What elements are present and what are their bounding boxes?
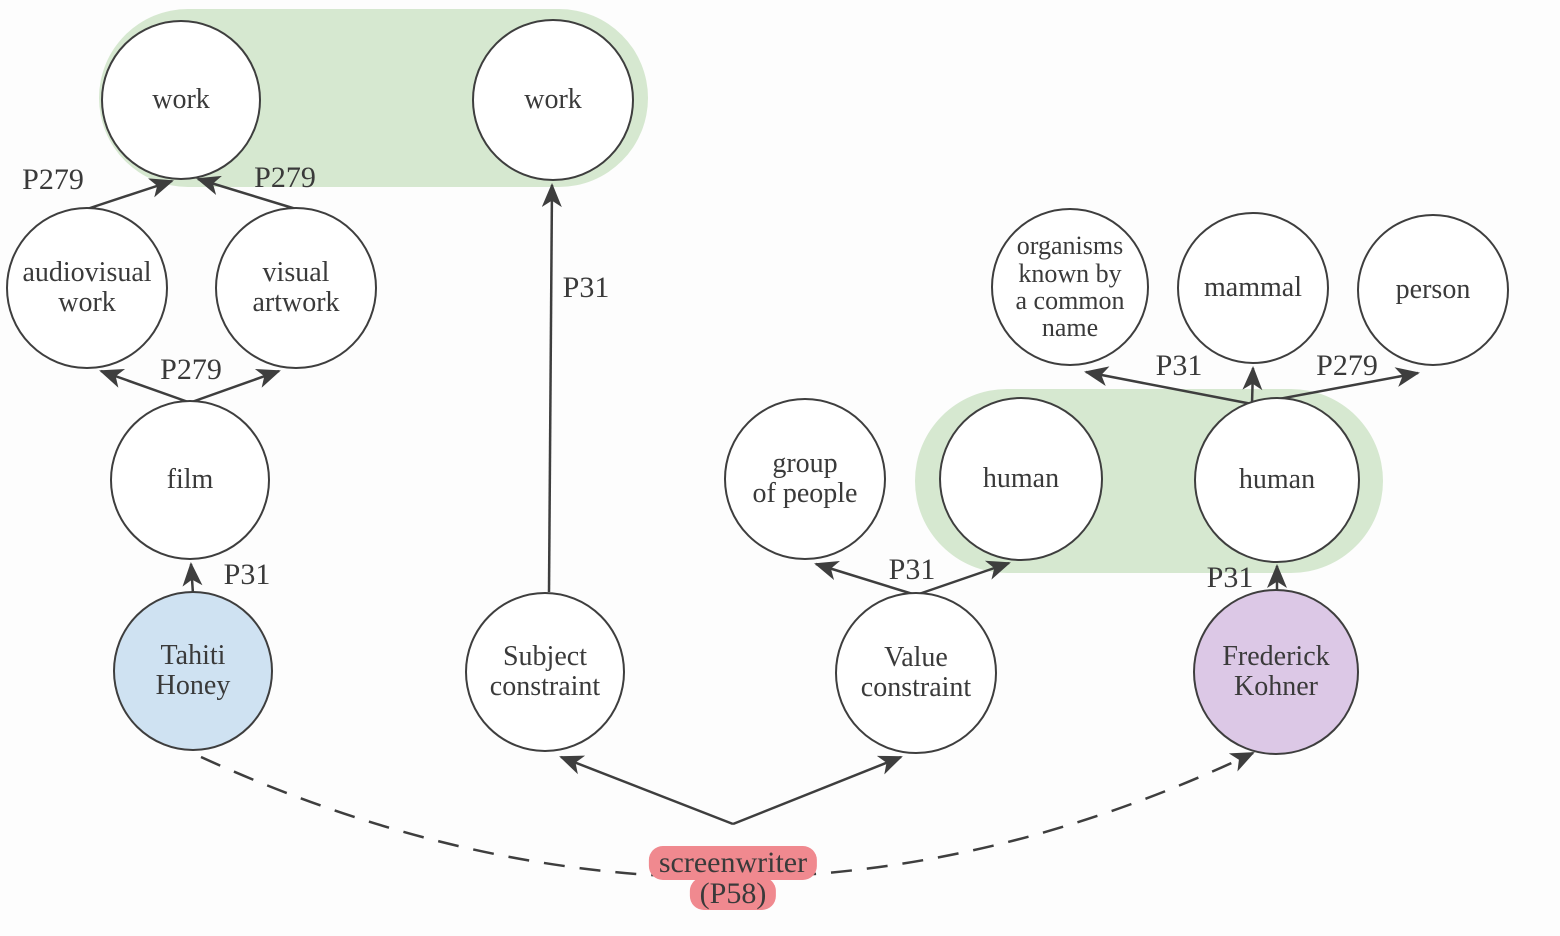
node-work-left: work — [101, 20, 261, 180]
node-person: person — [1357, 214, 1509, 366]
edge-human-to-organisms — [1084, 366, 1253, 406]
edge-film-to-audiovisual — [99, 368, 192, 405]
node-label: Frederick Kohner — [1222, 640, 1330, 702]
node-label: audiovisual work — [22, 256, 152, 318]
edge-value-constraint-to-group — [814, 560, 917, 597]
node-label: group of people — [752, 447, 858, 509]
node-label: human — [1238, 463, 1316, 495]
node-label: visual artwork — [252, 256, 340, 318]
edge-label-p279-visual-artwork: P279 — [254, 161, 316, 194]
node-mammal: mammal — [1177, 212, 1329, 364]
node-subject-constraint: Subject constraint — [465, 592, 625, 752]
node-tahiti-honey: Tahiti Honey — [113, 591, 273, 751]
edge-audiovisual-to-work — [86, 178, 174, 211]
node-label: Subject constraint — [489, 640, 601, 702]
node-frederick-kohner: Frederick Kohner — [1193, 589, 1359, 755]
node-label: person — [1395, 273, 1471, 305]
node-visual-artwork: visual artwork — [215, 207, 377, 369]
node-film: film — [110, 400, 270, 560]
edge-tahiti-to-film — [182, 562, 203, 595]
edge-label-p279-film: P279 — [160, 353, 222, 386]
property-name: screenwriter — [648, 846, 818, 880]
node-label: mammal — [1204, 271, 1302, 303]
node-group-of-people: group of people — [724, 398, 886, 560]
edge-label-p279-audiovisual: P279 — [22, 163, 84, 196]
edge-label-p279-person: P279 — [1316, 349, 1378, 382]
edge-label-p31-value: P31 — [888, 553, 936, 586]
node-label: human — [982, 462, 1060, 494]
node-value-constraint: Value constraint — [835, 592, 997, 754]
node-label: work — [524, 83, 582, 115]
edge-property-to-subject-constraint — [559, 755, 734, 826]
property-id: (P58) — [689, 876, 777, 911]
node-organisms-common-name: organisms known by a common name — [991, 208, 1149, 366]
edge-label-p31-subject: P31 — [562, 271, 610, 304]
edge-value-constraint-to-human — [915, 560, 1011, 597]
node-label: work — [152, 83, 210, 115]
edge-label-p31-organisms: P31 — [1155, 349, 1203, 382]
node-human-left: human — [939, 397, 1103, 561]
node-audiovisual-work: audiovisual work — [6, 207, 168, 369]
node-human-right: human — [1194, 397, 1360, 563]
edge-subject-constraint-to-work — [541, 183, 562, 593]
node-label: Tahiti Honey — [155, 639, 231, 701]
node-work-right: work — [472, 19, 634, 181]
edge-label-p31-kohner: P31 — [1206, 561, 1254, 594]
node-label: organisms known by a common name — [1015, 231, 1125, 343]
edge-film-to-visual-artwork — [188, 368, 281, 405]
edge-property-to-value-constraint — [732, 755, 903, 826]
edge-human-to-mammal — [1242, 366, 1263, 405]
edge-label-p31-tahiti: P31 — [223, 558, 271, 591]
property-label-screenwriter: screenwriter (P58) — [648, 846, 818, 911]
node-label: film — [166, 463, 214, 495]
node-label: Value constraint — [860, 641, 972, 703]
edge-visual-artwork-to-work — [196, 175, 297, 211]
